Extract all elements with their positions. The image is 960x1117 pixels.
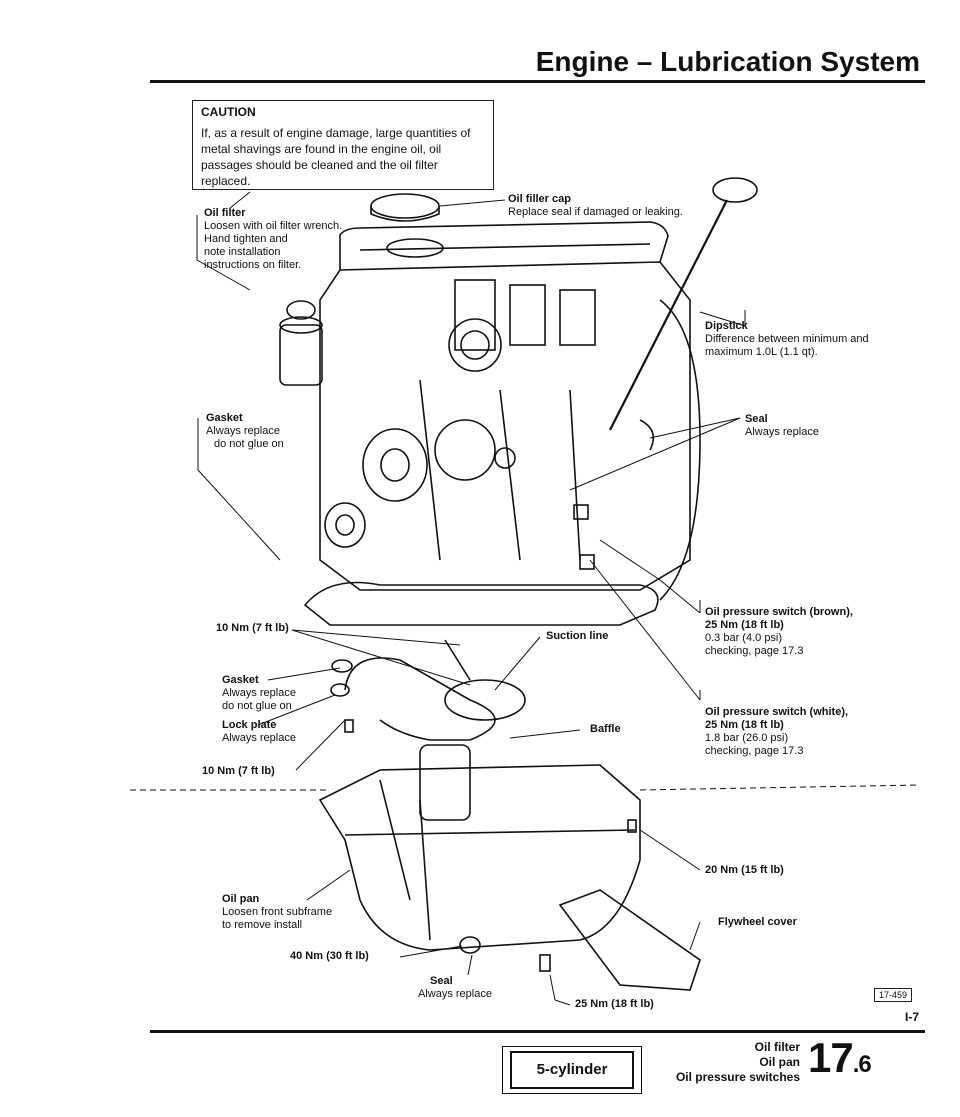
callout-baffle: Baffle bbox=[590, 723, 621, 735]
callout-gasket-top-name: Gasket bbox=[206, 412, 243, 424]
page-title: Engine – Lubrication System bbox=[535, 46, 920, 77]
torque-label-25nm: 25 Nm (18 ft lb) bbox=[575, 998, 654, 1010]
callout-oil-filler-cap: Oil filler cap Replace seal if damaged o… bbox=[508, 193, 683, 219]
section-tab-5-cylinder: 5-cylinder bbox=[510, 1051, 634, 1089]
header-rule bbox=[150, 80, 925, 83]
callout-oil-pressure-white-name: Oil pressure switch (white), bbox=[705, 706, 849, 718]
filler-cap-seat bbox=[386, 238, 444, 258]
callout-gasket-mid-name: Gasket bbox=[222, 674, 259, 686]
callout-oil-pan: Oil pan Loosen front subframe to remove … bbox=[222, 893, 332, 932]
callout-oil-pressure-brown-line: checking, page 17.3 bbox=[705, 645, 804, 657]
oil-pump bbox=[419, 744, 471, 821]
torque-label-10nm-b: 10 Nm (7 ft lb) bbox=[202, 765, 275, 777]
callout-oil-pressure-brown-line: 0.3 bar (4.0 psi) bbox=[705, 632, 783, 644]
cylinder-head bbox=[339, 221, 669, 270]
callout-lock-plate-line: Always replace bbox=[222, 732, 296, 744]
caution-box: CAUTION If, as a result of engine damage… bbox=[192, 100, 494, 190]
dipstick-handle bbox=[712, 177, 758, 203]
block-lower-gasket bbox=[303, 581, 659, 626]
torque-label-20nm: 20 Nm (15 ft lb) bbox=[705, 864, 784, 876]
callout-oil-pressure-white-line: checking, page 17.3 bbox=[705, 745, 804, 757]
section-number-major: 17 bbox=[808, 1034, 854, 1081]
callout-oil-filter-line: Hand tighten and bbox=[204, 233, 288, 245]
flywheel-cover bbox=[558, 889, 701, 991]
suction-gasket bbox=[331, 659, 353, 673]
subject-oil-pan: Oil pan bbox=[759, 1055, 800, 1069]
callout-seal-bottom-line: Always replace bbox=[418, 988, 492, 1000]
callout-oil-filter: Oil filter Loosen with oil filter wrench… bbox=[204, 207, 342, 272]
callout-gasket-top-line: do not glue on bbox=[214, 438, 284, 450]
callout-oil-filler-cap-line: Replace seal if damaged or leaking. bbox=[508, 206, 683, 218]
callout-seal-right: Seal Always replace bbox=[745, 413, 819, 439]
callout-oil-pan-line: Loosen front subframe bbox=[222, 906, 333, 918]
suction-line bbox=[344, 657, 496, 741]
callout-seal-right-line: Always replace bbox=[745, 426, 819, 438]
section-number-minor: .6 bbox=[852, 1051, 872, 1078]
callout-oil-filler-cap-name: Oil filler cap bbox=[508, 193, 571, 205]
callout-dipstick: Dipstick Difference between minimum and … bbox=[705, 320, 869, 359]
callout-gasket-top-line: Always replace bbox=[206, 425, 280, 437]
subject-oil-filter: Oil filter bbox=[754, 1040, 800, 1054]
callout-suction-line: Suction line bbox=[546, 630, 609, 642]
callout-lock-plate: Lock plate Always replace bbox=[222, 719, 296, 745]
engine-block bbox=[319, 261, 691, 591]
callout-oil-filter-line: instructions on filter. bbox=[204, 259, 302, 271]
subject-oil-pressure-switches: Oil pressure switches bbox=[675, 1070, 800, 1084]
callout-oil-pressure-white-line: 1.8 bar (26.0 psi) bbox=[705, 732, 789, 744]
callout-lock-plate-name: Lock plate bbox=[222, 719, 277, 731]
callout-gasket-top: Gasket Always replace do not glue on bbox=[206, 412, 284, 451]
callout-seal-right-name: Seal bbox=[745, 413, 768, 425]
callout-flywheel-cover: Flywheel cover bbox=[718, 916, 797, 928]
oil-pan bbox=[318, 764, 641, 951]
callout-oil-pan-line: to remove install bbox=[222, 919, 303, 931]
caution-heading: CAUTION bbox=[201, 105, 256, 119]
callout-gasket-mid-line: do not glue on bbox=[222, 700, 292, 712]
figure-number: 17-459 bbox=[874, 988, 913, 1002]
section-tab-outline bbox=[502, 1046, 642, 1094]
callout-seal-bottom: Seal Always replace bbox=[418, 975, 492, 1001]
callout-gasket-mid-line: Always replace bbox=[222, 687, 296, 699]
baffle bbox=[444, 679, 526, 721]
caution-text: If, as a result of engine damage, large … bbox=[201, 126, 471, 188]
pressure-switch-white bbox=[579, 554, 595, 570]
callout-oil-pressure-white-torque: 25 Nm (18 ft lb) bbox=[705, 719, 784, 731]
torque-label-10nm-a: 10 Nm (7 ft lb) bbox=[216, 622, 289, 634]
callout-oil-pan-name: Oil pan bbox=[222, 893, 260, 905]
footer-rule bbox=[150, 1030, 925, 1033]
pressure-switch-brown bbox=[573, 504, 589, 520]
callout-oil-filter-name: Oil filter bbox=[204, 207, 246, 219]
section-number: 17.6 bbox=[808, 1034, 872, 1082]
callout-dipstick-line: Difference between minimum and bbox=[705, 333, 869, 345]
torque-label-40nm: 40 Nm (30 ft lb) bbox=[290, 950, 369, 962]
page-number: I-7 bbox=[905, 1010, 920, 1024]
callout-seal-bottom-name: Seal bbox=[430, 975, 453, 987]
callout-dipstick-line: maximum 1.0L (1.1 qt). bbox=[705, 346, 818, 358]
drain-plug bbox=[539, 954, 551, 972]
timing-gear bbox=[362, 428, 428, 502]
callout-oil-pressure-switch-white: Oil pressure switch (white), 25 Nm (18 f… bbox=[705, 706, 848, 758]
callout-oil-pressure-brown-name: Oil pressure switch (brown), bbox=[705, 606, 853, 618]
oil-filler-cap bbox=[370, 193, 440, 219]
callout-dipstick-name: Dipstick bbox=[705, 320, 748, 332]
oil-filter bbox=[279, 324, 323, 386]
callout-oil-pressure-switch-brown: Oil pressure switch (brown), 25 Nm (18 f… bbox=[705, 606, 853, 658]
callout-oil-filter-line: Loosen with oil filter wrench. bbox=[204, 220, 343, 232]
callout-oil-pressure-brown-torque: 25 Nm (18 ft lb) bbox=[705, 619, 784, 631]
callout-gasket-mid: Gasket Always replace do not glue on bbox=[222, 674, 296, 713]
callout-oil-filter-line: note installation bbox=[204, 246, 281, 258]
drain-seal bbox=[459, 936, 481, 954]
section-subjects: Oil filter Oil pan Oil pressure switches bbox=[640, 1040, 800, 1085]
